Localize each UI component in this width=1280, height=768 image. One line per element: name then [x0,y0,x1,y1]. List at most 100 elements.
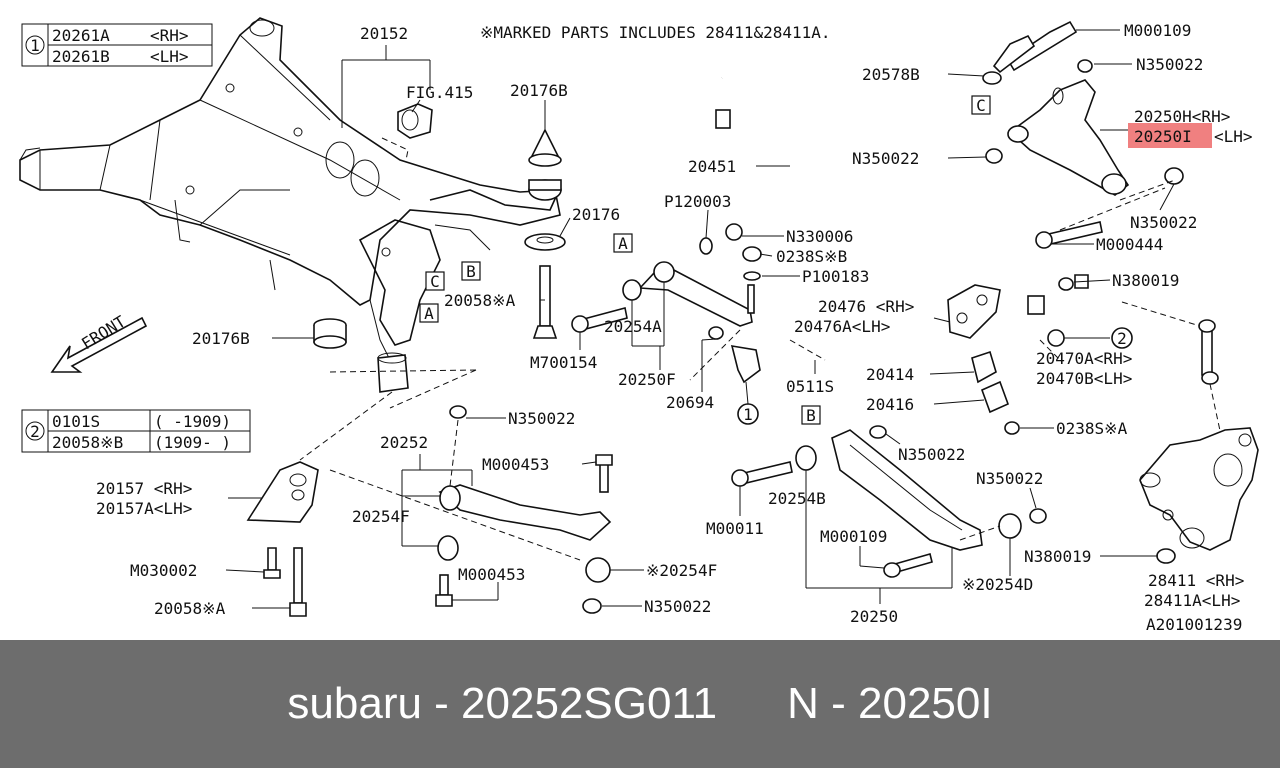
label-M00011: M00011 [706,519,764,538]
label-20694: 20694 [666,393,714,412]
label-0238SA: 0238S※A [1056,419,1128,438]
label-N350022-bot: N350022 [644,597,711,616]
tag-a-top: A [613,233,633,253]
legend-table-2: 2 0101S ( -1909) 20058※B (1909- ) [21,409,251,453]
footer-part-number: subaru - 20252SG011 [287,679,718,728]
label-fig-415: FIG.415 [406,83,473,102]
legend-table-1: 1 20261A <RH> 20261B <LH> [21,23,213,67]
label-M000109-top: M000109 [1124,21,1191,40]
label-N350022-c: N350022 [898,445,965,464]
legend-1-row2-side: <LH> [150,47,189,66]
link-20252-drawing [435,405,613,614]
label-0238SB: 0238S※B [776,247,847,266]
label-20058A-mid: 20058※A [444,291,516,310]
tag-b-lower: B [801,405,821,425]
tag-c-right: C [971,95,991,115]
link-20250F-drawing [571,223,826,384]
bushing-left-drawing [313,318,347,349]
label-20250H: 20250H<RH> [1134,107,1230,126]
legend-2-number: 2 [30,422,40,441]
label-N350022-a: N350022 [852,149,919,168]
label-20254D: ※20254D [962,575,1033,594]
label-20157: 20157 <RH> [96,479,192,498]
label-M000453-top: M000453 [482,455,549,474]
svg-text:2: 2 [1117,329,1127,348]
label-20470B: 20470B<LH> [1036,369,1132,388]
stabilizer-bar-drawing [695,75,1123,315]
label-28411: 28411 <RH> [1148,571,1244,590]
label-0511S: 0511S [786,377,834,396]
label-20252: 20252 [380,433,428,452]
label-20476A: 20476A<LH> [794,317,890,336]
tag-a-left: A [419,303,439,323]
label-20152: 20152 [360,24,408,43]
label-N330006: N330006 [786,227,853,246]
parts-diagram: 1 20261A <RH> 20261B <LH> 2 0101S ( -190… [19,17,1259,634]
svg-text:C: C [430,272,440,291]
label-N350022-d: N350022 [976,469,1043,488]
label-20176B-top: 20176B [510,81,568,100]
front-label: FRONT [78,312,129,354]
circle-ref-2: 2 [1111,327,1133,349]
knuckle-28411-drawing [1139,427,1259,551]
circle-ref-1: 1 [737,403,759,425]
label-20250I-side: <LH> [1214,127,1253,146]
bracket-20157-drawing [246,461,319,617]
label-M000444: M000444 [1096,235,1163,254]
label-28411A: 28411A<LH> [1144,591,1240,610]
svg-text:A: A [618,234,628,253]
label-N350022-mid: N350022 [508,409,575,428]
footer-bar: subaru - 20252SG011 N - 20250I [0,640,1280,768]
label-20157A: 20157A<LH> [96,499,192,518]
label-N350022-b: N350022 [1130,213,1197,232]
upper-arm-drawing [982,20,1184,249]
legend-1-number: 1 [30,36,40,55]
label-P100183: P100183 [802,267,869,286]
label-N350022-top: N350022 [1136,55,1203,74]
label-20254F-marked: ※20254F [646,561,717,580]
legend-2-row1-part: 0101S [52,412,100,431]
svg-text:B: B [806,406,816,425]
legend-1-row1-side: <RH> [150,26,189,45]
tag-b-left: B [461,261,481,281]
label-20578B: 20578B [862,65,920,84]
leader-lines [225,29,1175,609]
footer-reference: N - 20250I [787,679,993,728]
label-20416: 20416 [866,395,914,414]
label-M030002: M030002 [130,561,197,580]
label-20250F: 20250F [618,370,676,389]
svg-text:1: 1 [743,405,753,424]
label-M000109-bot: M000109 [820,527,887,546]
legend-2-row1-range: ( -1909) [154,412,231,431]
highlight-box [1128,123,1212,148]
label-20254F: 20254F [352,507,410,526]
svg-text:A: A [424,304,434,323]
rear-subframe-drawing [19,17,561,393]
label-A201001239: A201001239 [1146,615,1242,634]
legend-2-row2-part: 20058※B [52,433,123,452]
label-20254B: 20254B [768,489,826,508]
label-20254A: 20254A [604,317,662,336]
label-P120003: P120003 [664,192,731,211]
label-20250: 20250 [850,607,898,626]
tag-c-left: C [425,271,445,291]
label-M700154: M700154 [530,353,597,372]
legend-1-row1-part: 20261A [52,26,110,45]
lower-arm-drawing [731,425,1176,578]
mount-stack-drawing [524,128,566,339]
label-20470A: 20470A<RH> [1036,349,1132,368]
label-20451: 20451 [688,157,736,176]
label-N380019-top: N380019 [1112,271,1179,290]
svg-text:B: B [466,262,476,281]
part-labels: 20152 FIG.415 20176B 20176 20058※A M7001… [96,21,1253,634]
front-arrow-icon: FRONT [50,312,148,373]
legend-1-row2-part: 20261B [52,47,110,66]
label-20176: 20176 [572,205,620,224]
label-20250I: 20250I [1134,127,1192,146]
svg-text:C: C [976,96,986,115]
label-20058A-bot: 20058※A [154,599,226,618]
label-N380019-bot: N380019 [1024,547,1091,566]
dashed-connectors [299,329,1061,561]
label-20176B-left: 20176B [192,329,250,348]
bracket-20476-drawing [947,277,1223,441]
